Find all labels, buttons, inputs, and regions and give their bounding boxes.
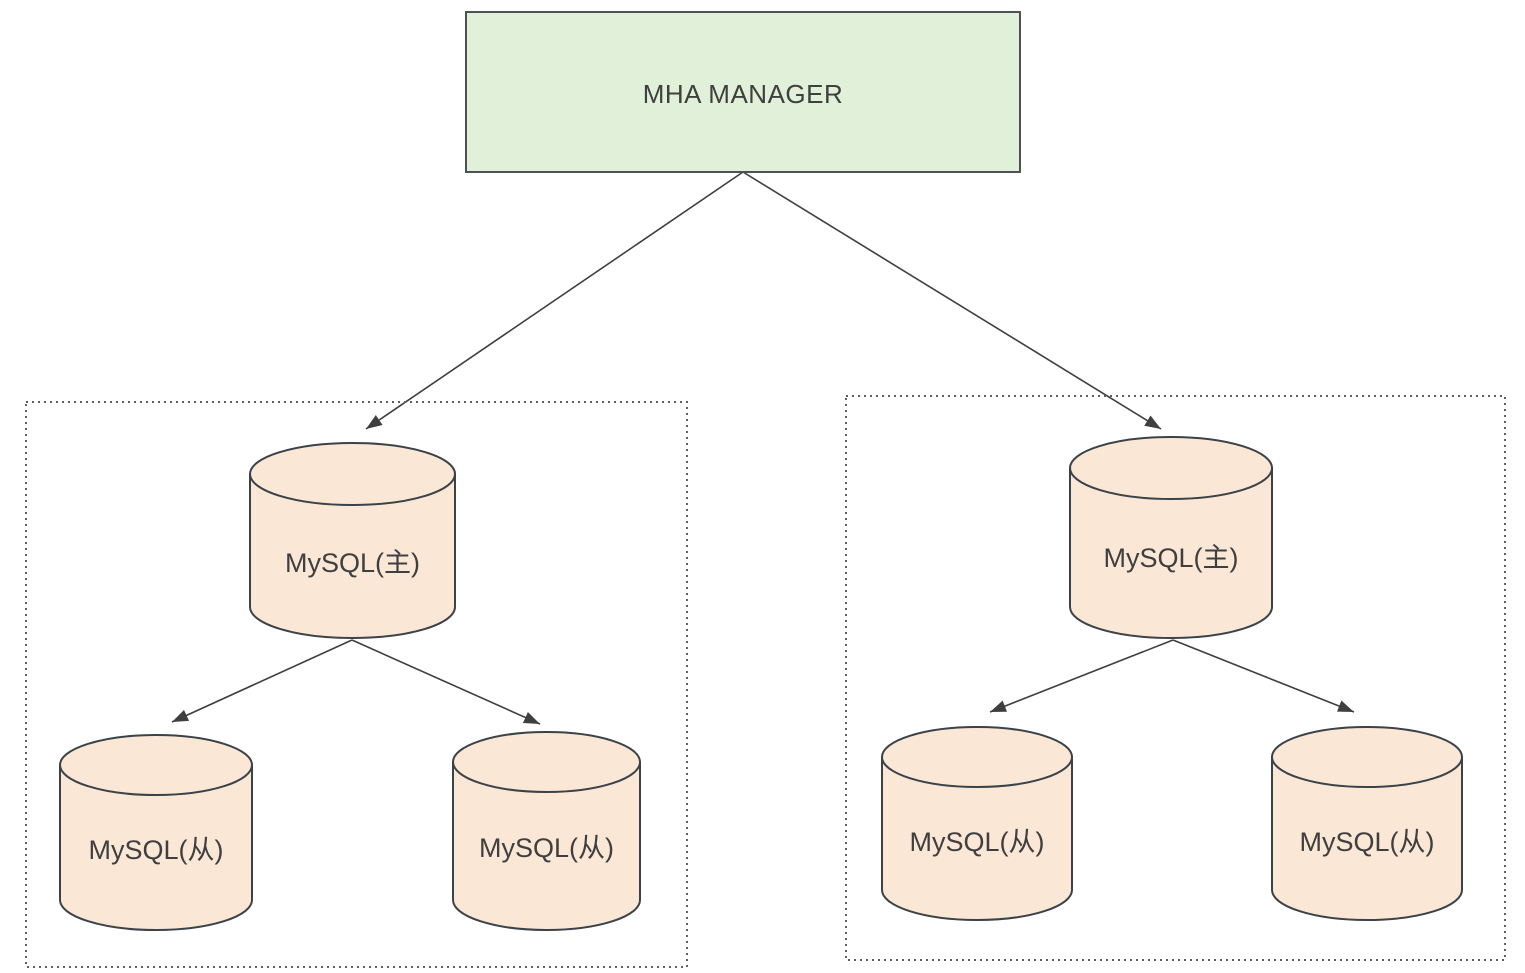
- cluster1-slave-db-2: MySQL(从): [452, 731, 641, 931]
- mha-manager-box: [465, 11, 1021, 173]
- cylinder-body: [1271, 756, 1463, 921]
- cylinder-top: [1069, 436, 1273, 500]
- cylinder-top: [59, 734, 253, 796]
- cylinder-top: [1271, 726, 1463, 788]
- edge-cluster1-master-to-slave2: [351, 639, 541, 725]
- cluster2-slave-db-2: MySQL(从): [1271, 726, 1463, 921]
- db-label: MySQL(从): [479, 833, 614, 863]
- edge-cluster2-master-to-slave1: [989, 639, 1174, 713]
- cluster1-slave-db-1: MySQL(从): [59, 734, 253, 931]
- db-label: MySQL(主): [285, 548, 420, 578]
- db-label: MySQL(从): [910, 827, 1045, 857]
- edge-cluster1-master-to-slave1: [171, 639, 353, 723]
- cluster2-slave-db-1: MySQL(从): [881, 726, 1073, 921]
- mha-manager-label: MHA MANAGER: [643, 79, 844, 109]
- cylinder-body: [59, 764, 253, 931]
- db-label: MySQL(主): [1104, 543, 1239, 573]
- edge-manager-to-cluster1-master: [365, 171, 744, 430]
- cylinder-body: [249, 473, 456, 639]
- cluster1-boundary: [25, 401, 688, 968]
- cylinder-body: [1069, 467, 1273, 639]
- edge-manager-to-cluster2-master: [742, 171, 1162, 430]
- cluster2-master-db: MySQL(主): [1069, 436, 1273, 639]
- cylinder-body: [452, 761, 641, 931]
- cylinder-body: [881, 756, 1073, 921]
- edge-cluster2-master-to-slave2: [1172, 639, 1355, 713]
- db-label: MySQL(从): [89, 835, 224, 865]
- cluster1-master-db: MySQL(主): [249, 442, 456, 639]
- db-label: MySQL(从): [1300, 827, 1435, 857]
- cylinder-top: [249, 442, 456, 506]
- cylinder-top: [881, 726, 1073, 788]
- cylinder-top: [452, 731, 641, 793]
